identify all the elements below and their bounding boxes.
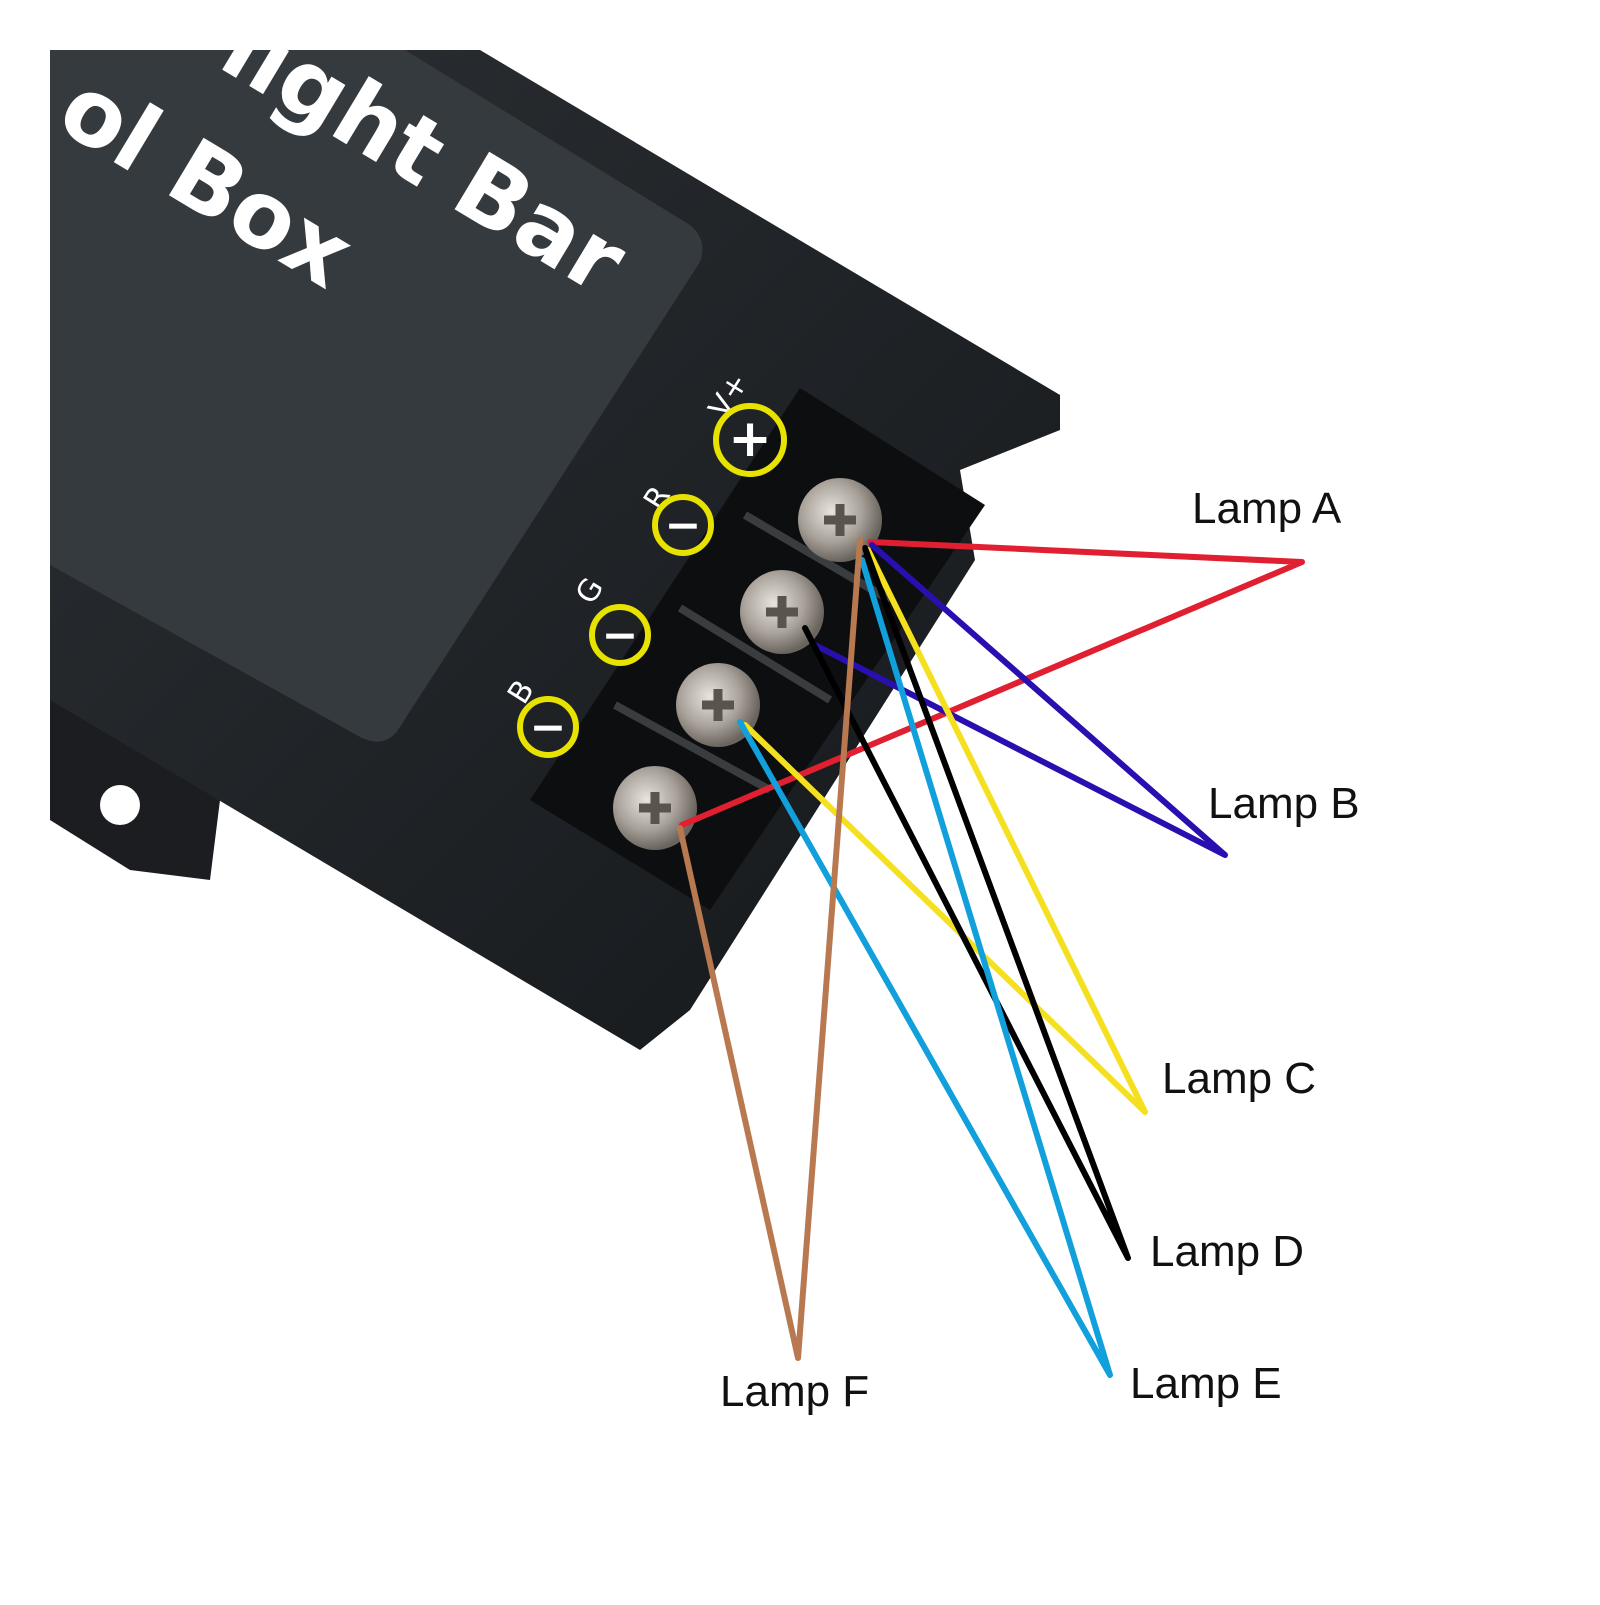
- lamp-label-a: Lamp A: [1192, 484, 1342, 533]
- wires: [677, 537, 1305, 1378]
- label-panel: [50, 50, 703, 742]
- minus-marker-icon: [517, 696, 579, 758]
- lamp-label-b: Lamp B: [1208, 779, 1360, 828]
- terminal-symbol-g: −: [602, 610, 639, 661]
- minus-marker-icon: [652, 494, 714, 556]
- screw-r: [740, 570, 824, 654]
- lamp-label-c: Lamp C: [1162, 1054, 1317, 1103]
- terminal-symbol-r: −: [665, 500, 702, 551]
- terminal-r: R −: [637, 480, 714, 556]
- terminal-symbol-vplus: +: [728, 409, 772, 469]
- terminal-dividers: [613, 511, 893, 794]
- terminal-symbol-b: −: [530, 702, 567, 753]
- screw-b: [613, 766, 697, 850]
- wire-cyan-lamp-e: [737, 557, 1113, 1378]
- wire-brown-lamp-f: [677, 537, 863, 1361]
- lamp-label-f: Lamp F: [720, 1367, 870, 1416]
- lamp-label-e: Lamp E: [1130, 1359, 1282, 1408]
- wire-red-lamp-a: [679, 539, 1305, 828]
- plus-marker-icon: [713, 403, 787, 477]
- wire-yellow-lamp-c: [742, 547, 1148, 1115]
- lamp-label-d: Lamp D: [1150, 1227, 1305, 1276]
- mounting-hole: [100, 785, 140, 825]
- terminal-markers: V+ + R − G − B −: [501, 367, 787, 758]
- terminal-b: B −: [501, 674, 579, 758]
- wire-black-lamp-d: [802, 545, 1131, 1261]
- minus-marker-icon: [589, 604, 651, 666]
